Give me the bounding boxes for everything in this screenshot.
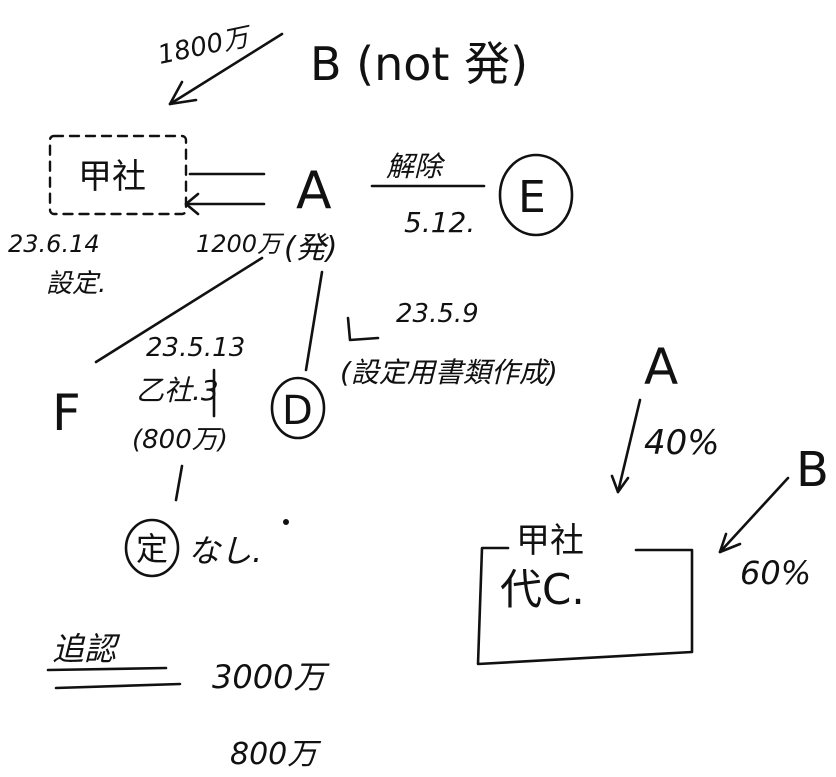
b-amount-label: 1800万 xyxy=(155,22,255,71)
right-a-label: A xyxy=(644,338,678,396)
recovery-label: 追認 xyxy=(52,630,121,668)
f-to-tei-arrow xyxy=(174,464,184,502)
d-corner-mark xyxy=(346,316,380,342)
e-label-top: 解除 xyxy=(386,150,446,183)
a-to-d-line xyxy=(304,270,324,372)
a-to-kou-arrowhead xyxy=(184,192,200,216)
d-node-circle xyxy=(270,376,326,440)
tei-circle xyxy=(124,518,180,578)
e-node-circle xyxy=(498,153,574,237)
a-sub-label: (発) xyxy=(284,231,337,266)
right-b-arrow xyxy=(718,476,790,554)
right-a-pct: 40% xyxy=(644,423,720,463)
b-node-label: B (not 発) xyxy=(310,37,528,91)
tei-none-label: なし. xyxy=(188,532,262,570)
recovery-underline-1 xyxy=(46,666,168,672)
recovery-amount-1: 3000万 xyxy=(212,658,330,696)
a-node-label: A xyxy=(296,161,332,221)
f-sub-label: 乙社.3 xyxy=(136,374,219,407)
right-a-arrowhead xyxy=(610,474,630,494)
e-node-label: E xyxy=(518,172,546,223)
f-date-label: 23.5.13 xyxy=(146,333,245,363)
f-amount-label: (800万) xyxy=(132,425,228,455)
right-kou-label: 甲社 xyxy=(516,521,584,561)
d-node-label: D xyxy=(282,388,313,434)
kou-company-label: 甲社 xyxy=(78,157,146,197)
a-to-f-line xyxy=(94,256,264,364)
right-b-label: B xyxy=(796,442,829,498)
right-b-arrowhead xyxy=(718,532,742,554)
right-a-arrow xyxy=(616,398,642,494)
kou-date-label: 23.6.14 xyxy=(8,230,100,258)
kou-company-box xyxy=(48,134,188,216)
b-to-kou-arrow xyxy=(168,32,284,106)
tei-label: 定 xyxy=(136,530,168,568)
right-b-pct: 60% xyxy=(740,554,811,592)
d-sub-label: (設定用書類作成) xyxy=(340,356,558,389)
kou-setting-label: 設定. xyxy=(46,269,106,299)
a-amount-label: 1200万 xyxy=(196,230,285,258)
right-box-label: 代C. xyxy=(500,565,585,614)
right-company-box xyxy=(476,546,694,666)
e-label-date: 5.12. xyxy=(404,206,475,239)
b-to-kou-arrowhead xyxy=(168,80,198,106)
recovery-underline-2 xyxy=(54,682,182,690)
recovery-amount-2: 800万 xyxy=(230,737,321,772)
ink-dot xyxy=(283,519,289,525)
d-date-label: 23.5.9 xyxy=(396,299,479,329)
f-node-label: F xyxy=(52,384,81,442)
